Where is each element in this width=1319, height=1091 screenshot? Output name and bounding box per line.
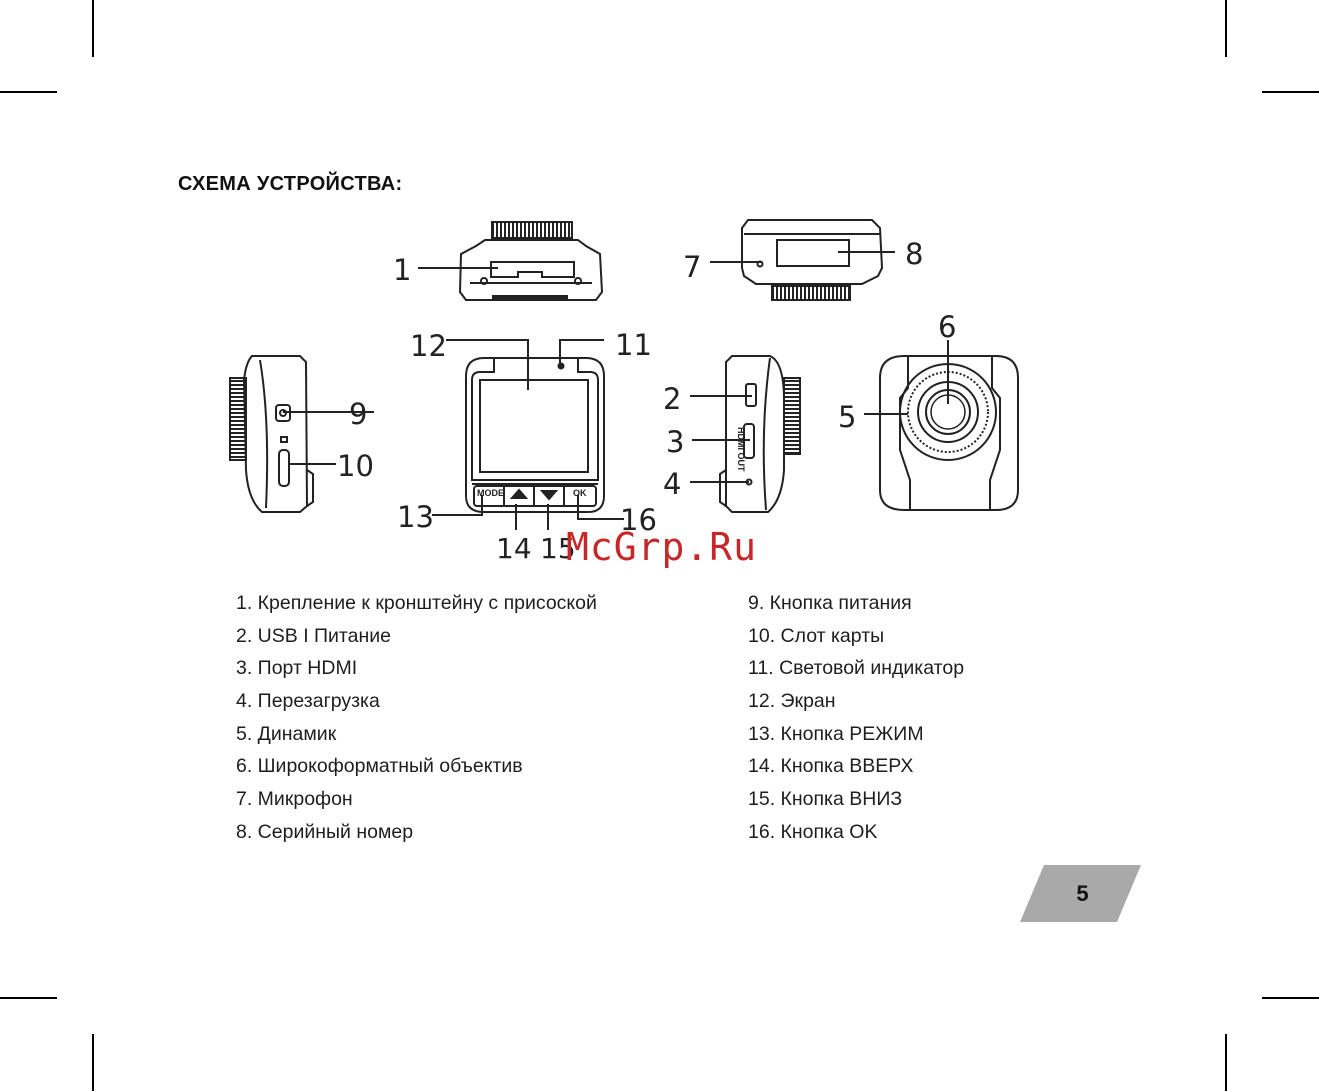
ok-button-label: OK [573,488,587,498]
callout-1: 1 [393,253,411,287]
right-side-view [719,355,801,513]
watermark: McGrp.Ru [566,525,757,569]
hdmi-port-label: HDMI OUT [736,427,746,472]
legend-item: 4. Перезагрузка [236,690,380,713]
legend-item: 14. Кнопка ВВЕРХ [748,755,914,778]
callout-2: 2 [663,382,681,416]
page-number: 5 [1076,880,1089,906]
legend-item: 8. Серийный номер [236,820,414,843]
top-view [458,221,604,301]
section-title: СХЕМА УСТРОЙСТВА: [178,173,403,195]
callout-11: 11 [615,328,652,362]
page-number-badge [1020,865,1141,922]
crop-mark-bottom-right-horizontal [1262,997,1319,999]
callout-16: 16 [620,503,657,537]
legend-item: 12. Экран [748,690,836,713]
legend-item: 1. Крепление к кронштейну с присоской [236,592,597,614]
legend-item: 16. Кнопка OK [748,820,878,843]
crop-mark-top-right-vertical [1225,0,1227,57]
callout-3: 3 [666,425,684,459]
callout-13: 13 [397,500,434,534]
crop-mark-top-right-horizontal [1262,91,1319,93]
legend-item: 7. Микрофон [236,788,353,811]
mode-button-label: MODE [477,488,504,498]
legend-item: 2. USB I Питание [236,624,392,647]
legend-item: 3. Порт HDMI [236,657,358,680]
callout-14: 14 [496,532,532,565]
bottom-view [741,219,884,301]
crop-mark-bottom-left-vertical [92,1034,94,1091]
callout-5: 5 [838,400,856,434]
crop-mark-bottom-left-horizontal [0,997,57,999]
callout-9: 9 [349,397,367,431]
crop-mark-bottom-right-vertical [1225,1034,1227,1091]
legend-item: 6. Широкоформатный объектив [236,755,523,778]
callout-7: 7 [683,250,701,284]
legend-item: 10. Слот карты [748,624,885,647]
callout-6: 6 [938,310,956,344]
crop-mark-top-left-horizontal [0,91,57,93]
callout-4: 4 [663,467,681,501]
legend-item: 11. Световой индикатор [748,657,965,680]
callout-8: 8 [905,237,923,271]
left-side-view [229,355,314,513]
legend-item: 13. Кнопка РЕЖИМ [748,722,924,745]
legend-item: 9. Кнопка питания [748,592,912,614]
front-view [465,357,605,513]
leader-lines [283,251,949,530]
callout-12: 12 [410,329,447,363]
legend-item: 5. Динамик [236,722,337,745]
legend-item: 15. Кнопка ВНИЗ [748,788,903,811]
callout-15: 15 [540,532,576,565]
legend-left-column: 1. Крепление к кронштейну с присоской 2.… [236,592,597,854]
legend-right-column: 9. Кнопка питания 10. Слот карты 11. Све… [748,592,964,854]
callout-10: 10 [337,449,374,483]
crop-mark-top-left-vertical [92,0,94,57]
